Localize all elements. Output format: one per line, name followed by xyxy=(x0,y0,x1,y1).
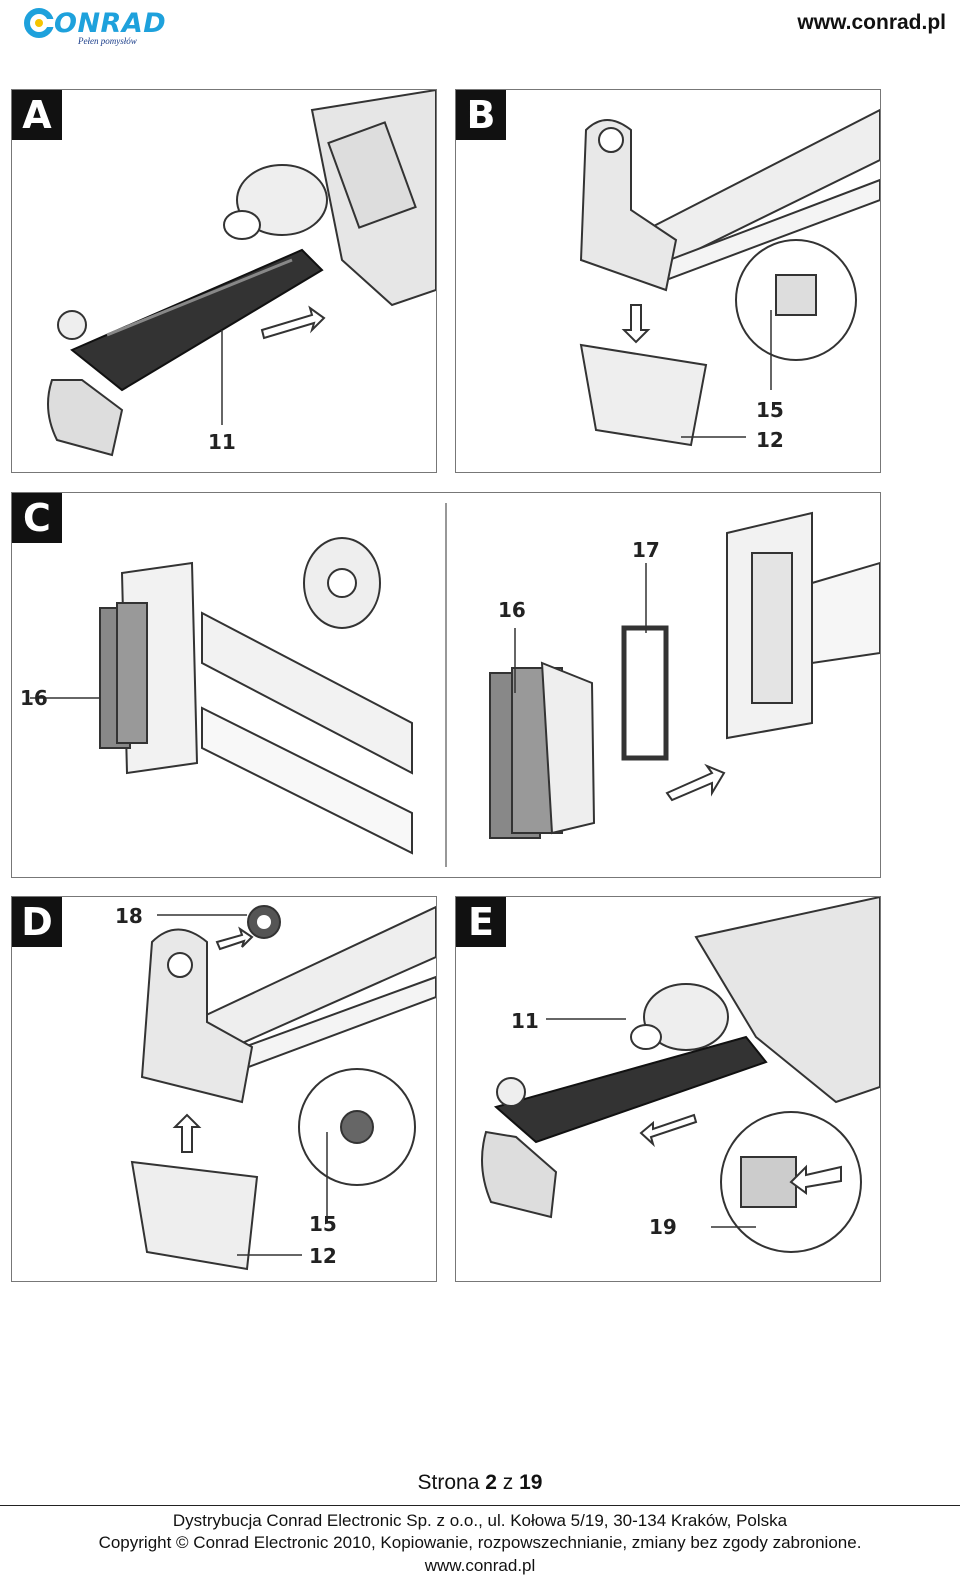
dust-container-removal-illustration xyxy=(579,108,880,447)
page-prefix: Strona xyxy=(417,1471,486,1494)
callout-16-left: 16 xyxy=(20,686,48,710)
footer-copyright: Copyright © Conrad Electronic 2010, Kopi… xyxy=(98,1533,862,1552)
drill-with-dust-extractor-illustration xyxy=(47,90,436,457)
page-total: 19 xyxy=(519,1471,543,1494)
page-current: 2 xyxy=(485,1471,497,1494)
illustration-panel-d: D 18 15 12 xyxy=(11,896,437,1282)
callout-18: 18 xyxy=(115,904,143,928)
callout-12: 12 xyxy=(756,428,784,452)
footer-distribution: Dystrybucja Conrad Electronic Sp. z o.o.… xyxy=(172,1511,788,1530)
footer-divider xyxy=(0,1505,960,1506)
logo-tagline: Pełen pomysłów xyxy=(78,36,137,46)
panel-letter-e: E xyxy=(456,897,506,947)
callout-11-e: 11 xyxy=(511,1009,539,1033)
callout-19: 19 xyxy=(649,1215,677,1239)
page-number: Strona 2 z 19 xyxy=(0,1471,960,1495)
illustration-panel-b: B 15 12 xyxy=(455,89,881,473)
illustration-panel-c: C 16 16 17 xyxy=(11,492,881,878)
panel-letter-a: A xyxy=(12,90,62,140)
callout-17: 17 xyxy=(632,538,660,562)
footer-url[interactable]: www.conrad.pl xyxy=(424,1556,536,1575)
conrad-logo-c-icon xyxy=(24,8,54,38)
panel-letter-b: B xyxy=(456,90,506,140)
callout-15-d: 15 xyxy=(309,1212,337,1236)
panel-letter-d: D xyxy=(12,897,62,947)
logo-wordmark: ONRAD xyxy=(54,8,167,39)
conrad-logo: ONRAD Pełen pomysłów xyxy=(24,6,166,46)
page-middle: z xyxy=(496,1471,520,1494)
callout-11: 11 xyxy=(208,430,236,454)
header-url[interactable]: www.conrad.pl xyxy=(797,11,946,34)
illustration-panel-a: A 11 xyxy=(11,89,437,473)
callout-16-right: 16 xyxy=(498,598,526,622)
illustration-panel-e: E 11 19 xyxy=(455,896,881,1282)
callout-12-d: 12 xyxy=(309,1244,337,1268)
filter-replacement-illustration xyxy=(30,503,880,867)
dust-container-insertion-illustration xyxy=(130,905,436,1271)
panel-letter-c: C xyxy=(12,493,62,543)
dust-extractor-detach-illustration xyxy=(481,897,880,1253)
callout-15: 15 xyxy=(756,398,784,422)
